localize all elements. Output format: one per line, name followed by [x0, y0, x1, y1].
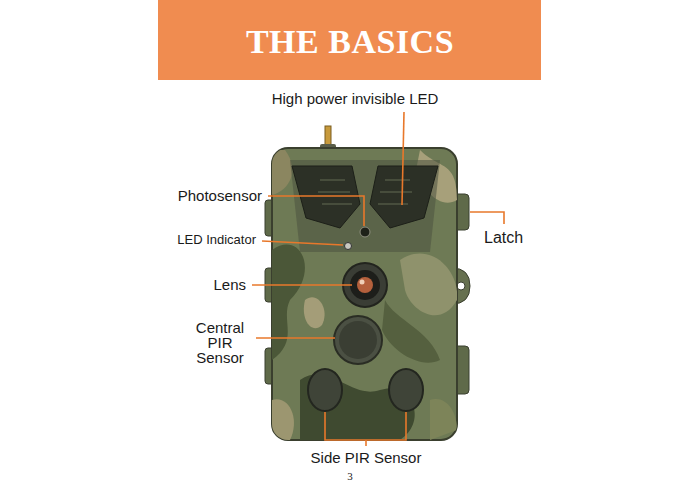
part-label: Photosensor: [178, 187, 262, 204]
mount-hole: [457, 282, 465, 290]
part-label: Lens: [213, 276, 246, 293]
bracket: [325, 412, 406, 440]
ir-led-ribs: [318, 180, 412, 204]
part-label: Side PIR Sensor: [311, 449, 422, 466]
leader-line: [365, 440, 367, 446]
camo-patch: [430, 399, 457, 440]
part-label: Central PIR Sensor: [190, 320, 250, 365]
page-number: 3: [347, 470, 353, 483]
part-label: High power invisible LED: [272, 90, 439, 107]
side-pir: [389, 369, 423, 411]
ir-led-array: [292, 166, 360, 228]
camouflage: [272, 150, 457, 440]
ir-led-array: [370, 166, 438, 228]
photosensor: [360, 227, 370, 237]
leader-line: [402, 112, 404, 205]
leader-line: [262, 241, 343, 245]
camo-patch: [272, 245, 305, 360]
camera-body: [272, 148, 457, 440]
camo-patch: [272, 150, 292, 195]
page-title: THE BASICS: [246, 22, 454, 61]
leader-line: [252, 284, 352, 286]
leader-line: [268, 196, 364, 226]
side-pir: [308, 369, 342, 411]
camo-patch: [272, 399, 294, 440]
part-label: Latch: [484, 229, 523, 247]
leader-line: [256, 337, 335, 339]
led-panel-shade: [290, 160, 440, 252]
part-label: LED Indicator: [177, 233, 256, 248]
central-pir: [334, 316, 382, 364]
lens-highlight: [360, 280, 365, 285]
leader-lines: [252, 112, 504, 446]
lens-glass: [357, 277, 373, 293]
camo-patch: [304, 297, 325, 328]
central-pir-lens: [339, 321, 377, 359]
led-indicator: [345, 243, 352, 250]
title-banner: [158, 0, 541, 80]
camo-patch: [400, 254, 457, 316]
camo-patch: [382, 300, 440, 363]
lens-ring: [350, 270, 380, 300]
leader-line: [470, 212, 504, 224]
